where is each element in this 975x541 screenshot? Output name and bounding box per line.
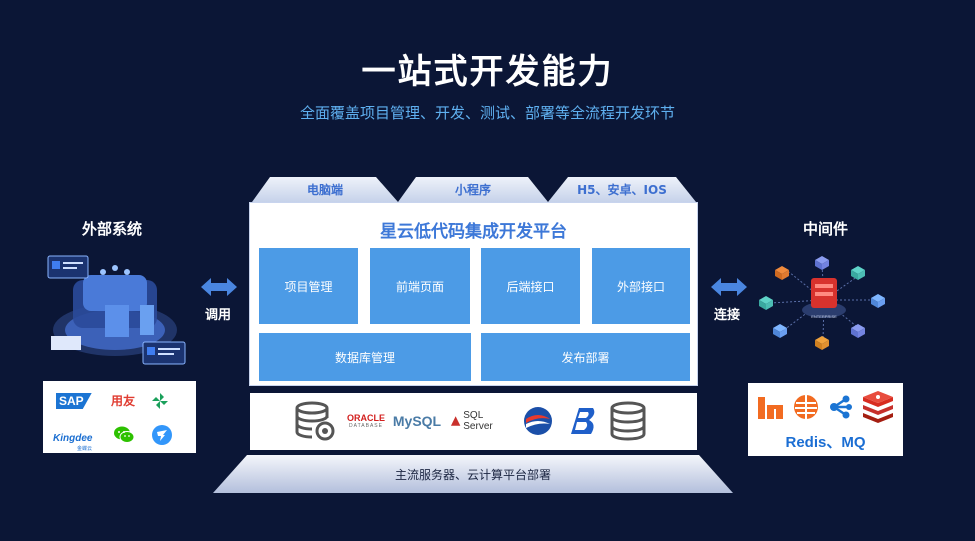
module-external-api[interactable]: 外部接口: [592, 248, 690, 324]
external-logos-panel: SAP 用友 Kingdee 金蝶云: [43, 381, 196, 453]
middleware-title: 中间件: [803, 220, 849, 238]
platform-panel: 星云低代码集成开发平台 项目管理 前端页面 后端接口 外部接口 数据库管理 发布…: [249, 202, 698, 386]
yonyou-logo: 用友: [111, 394, 136, 408]
module-release-deploy[interactable]: 发布部署: [481, 333, 690, 381]
database-strip: ORACLE DATABASE MySQL SQL Server: [250, 393, 697, 450]
external-systems-illustration: [45, 250, 190, 370]
pinwheel-logo-icon: [151, 392, 169, 414]
platform-title: 星云低代码集成开发平台: [380, 222, 567, 242]
sqlserver-logo: SQL Server: [450, 401, 512, 441]
tab-mobile[interactable]: H5、安卓、IOS: [548, 177, 696, 202]
module-database-management[interactable]: 数据库管理: [259, 333, 471, 381]
middleware-orange-icon: [792, 393, 820, 425]
database-icon: [606, 401, 650, 441]
database-settings-icon: [292, 401, 338, 441]
module-frontend-pages[interactable]: 前端页面: [370, 248, 470, 324]
deployment-base: 主流服务器、云计算平台部署: [213, 455, 733, 493]
call-label: 调用: [205, 308, 232, 323]
mysql-logo: MySQL: [392, 413, 442, 429]
dingtalk-icon: [151, 424, 173, 450]
middleware-illustration: ENTERPRISE: [745, 248, 903, 363]
module-project-management[interactable]: 项目管理: [259, 248, 358, 324]
connect-label: 连接: [714, 308, 741, 323]
page-subtitle: 全面覆盖项目管理、开发、测试、部署等全流程开发环节: [299, 104, 675, 122]
oracle-logo: ORACLE DATABASE: [347, 413, 385, 429]
tab-desktop[interactable]: 电脑端: [252, 177, 398, 202]
kafka-logo-icon: [756, 393, 784, 425]
middleware-label: Redis、MQ: [785, 434, 866, 451]
redis-logo-icon: [861, 391, 895, 427]
tab-mini-program[interactable]: 小程序: [398, 177, 548, 202]
sybase-logo-icon: [520, 401, 556, 441]
kingbase-logo-icon: [564, 401, 600, 441]
middleware-logos-panel: Redis、MQ: [748, 383, 903, 456]
rocketmq-logo-icon: [826, 393, 854, 425]
module-backend-api[interactable]: 后端接口: [481, 248, 580, 324]
external-systems-title: 外部系统: [82, 220, 143, 238]
page-title: 一站式开发能力: [361, 52, 614, 92]
svg-text:ENTERPRISE: ENTERPRISE: [811, 314, 837, 319]
sap-logo: SAP: [56, 393, 92, 409]
kingdee-logo: Kingdee 金蝶云: [53, 433, 93, 452]
bidirectional-arrow-icon: [711, 277, 747, 297]
bidirectional-arrow-icon: [201, 277, 237, 297]
wechat-icon: [113, 425, 135, 449]
